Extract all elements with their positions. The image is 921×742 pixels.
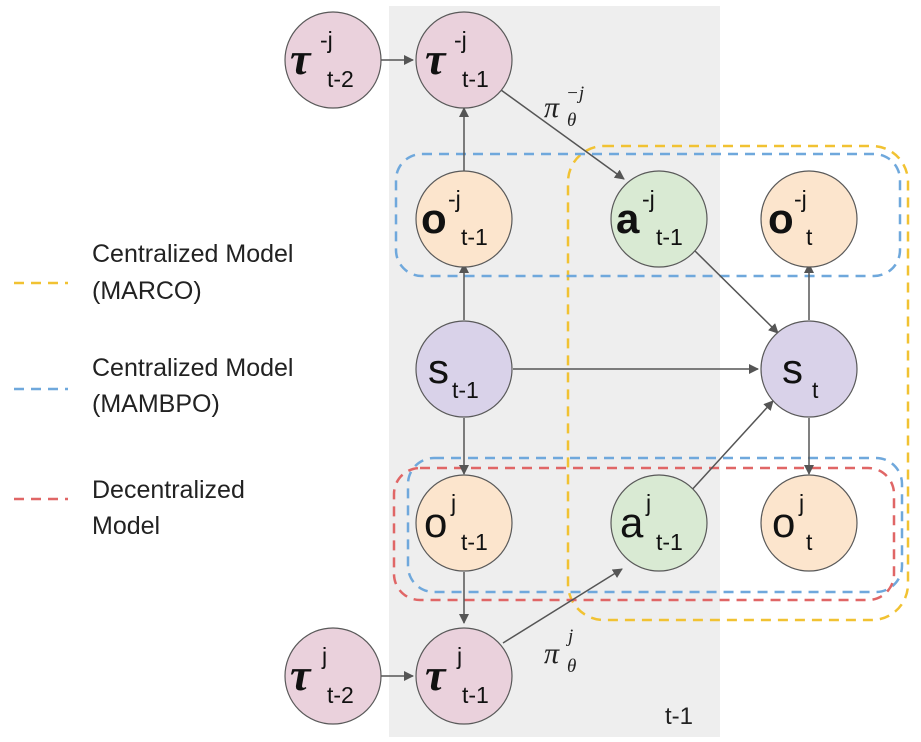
node-act-self-t1: a j t-1 [610, 474, 708, 572]
edges [380, 55, 814, 681]
legend-label-marco-line1: Centralized Model [92, 240, 294, 268]
legend-label-mambpo-line2: (MAMBPO) [92, 390, 220, 418]
policy-self-subscript: θ [567, 656, 576, 677]
node-circle [284, 627, 382, 725]
node-circle [610, 474, 708, 572]
node-subscript: t-2 [327, 682, 354, 708]
node-subscript: t-1 [452, 377, 479, 403]
legend-label-mambpo-line1: Centralized Model [92, 354, 294, 382]
node-superscript: j [456, 643, 462, 669]
legend: Centralized Model (MARCO) Centralized Mo… [14, 240, 294, 540]
policy-other-subscript: θ [567, 110, 576, 131]
node-superscript: -j [794, 186, 807, 212]
mambpo-model-box-lower [406, 456, 904, 594]
node-subscript: t [806, 224, 813, 250]
node-tau-other-t2: τ -j t-2 [284, 11, 382, 109]
node-circle [610, 170, 708, 268]
node-circle [760, 170, 858, 268]
node-subscript: t [806, 529, 813, 555]
node-superscript: -j [448, 186, 461, 212]
policy-self-superscript: j [565, 626, 573, 647]
node-state-t: s t [760, 320, 858, 418]
node-subscript: t [812, 377, 819, 403]
edge-act-other-to-state-cur [692, 248, 779, 334]
node-symbol: o [768, 195, 794, 242]
node-superscript: -j [320, 27, 333, 53]
node-circle [415, 170, 513, 268]
node-symbol: s [428, 345, 449, 392]
legend-item-mambpo: Centralized Model (MAMBPO) [14, 354, 294, 418]
node-superscript: -j [642, 186, 655, 212]
node-circle [760, 320, 858, 418]
node-superscript: j [450, 490, 456, 516]
policy-self-symbol: π [544, 637, 560, 670]
policy-other-superscript: −j [566, 83, 584, 104]
node-symbol: τ [290, 33, 312, 84]
node-obs-self-t1: o j t-1 [415, 474, 513, 572]
policy-other-symbol: π [544, 91, 560, 124]
node-symbol: τ [425, 33, 447, 84]
node-circle [415, 11, 513, 109]
node-circle [415, 320, 513, 418]
node-tau-self-t2: τ j t-2 [284, 627, 382, 725]
node-subscript: t-1 [462, 682, 489, 708]
node-obs-self-t: o j t [760, 474, 858, 572]
legend-item-marco: Centralized Model (MARCO) [14, 240, 294, 305]
node-circle [415, 627, 513, 725]
node-tau-other-t1: τ -j t-1 [415, 11, 513, 109]
policy-label-other: π −j θ [544, 83, 584, 131]
node-subscript: t-1 [462, 66, 489, 92]
node-subscript: t-1 [461, 224, 488, 250]
node-circle [284, 11, 382, 109]
node-symbol: τ [290, 649, 312, 700]
edge-act-self-to-state-cur [688, 400, 774, 494]
node-superscript: j [645, 490, 651, 516]
decentralized-model-box [392, 466, 896, 602]
node-circle [415, 474, 513, 572]
node-symbol: o [424, 499, 447, 546]
node-act-other-t1: a -j t-1 [610, 170, 708, 268]
node-subscript: t-1 [461, 529, 488, 555]
time-slice-label: t-1 [665, 703, 693, 730]
edge-tau-other-to-act-other [500, 89, 625, 180]
mambpo-model-box-upper [394, 152, 902, 278]
legend-label-decentralized-line2: Model [92, 512, 160, 540]
node-subscript: t-1 [656, 529, 683, 555]
legend-item-decentralized: Decentralized Model [14, 476, 245, 540]
node-symbol: o [421, 195, 447, 242]
node-state-t1: s t-1 [415, 320, 513, 418]
policy-label-self: π j θ [544, 626, 576, 677]
edge-tau-self-to-act-self [502, 568, 623, 644]
node-superscript: j [321, 643, 327, 669]
node-symbol: s [782, 345, 803, 392]
node-subscript: t-2 [327, 66, 354, 92]
node-symbol: a [620, 499, 644, 546]
node-circle [760, 474, 858, 572]
node-tau-self-t1: τ j t-1 [415, 627, 513, 725]
node-superscript: j [798, 490, 804, 516]
node-obs-other-t1: o -j t-1 [415, 170, 513, 268]
legend-label-decentralized-line1: Decentralized [92, 476, 245, 504]
legend-label-marco-line2: (MARCO) [92, 277, 202, 305]
node-subscript: t-1 [656, 224, 683, 250]
node-symbol: τ [425, 649, 447, 700]
node-superscript: -j [454, 27, 467, 53]
node-symbol: a [616, 195, 640, 242]
node-obs-other-t: o -j t [760, 170, 858, 268]
node-symbol: o [772, 499, 795, 546]
